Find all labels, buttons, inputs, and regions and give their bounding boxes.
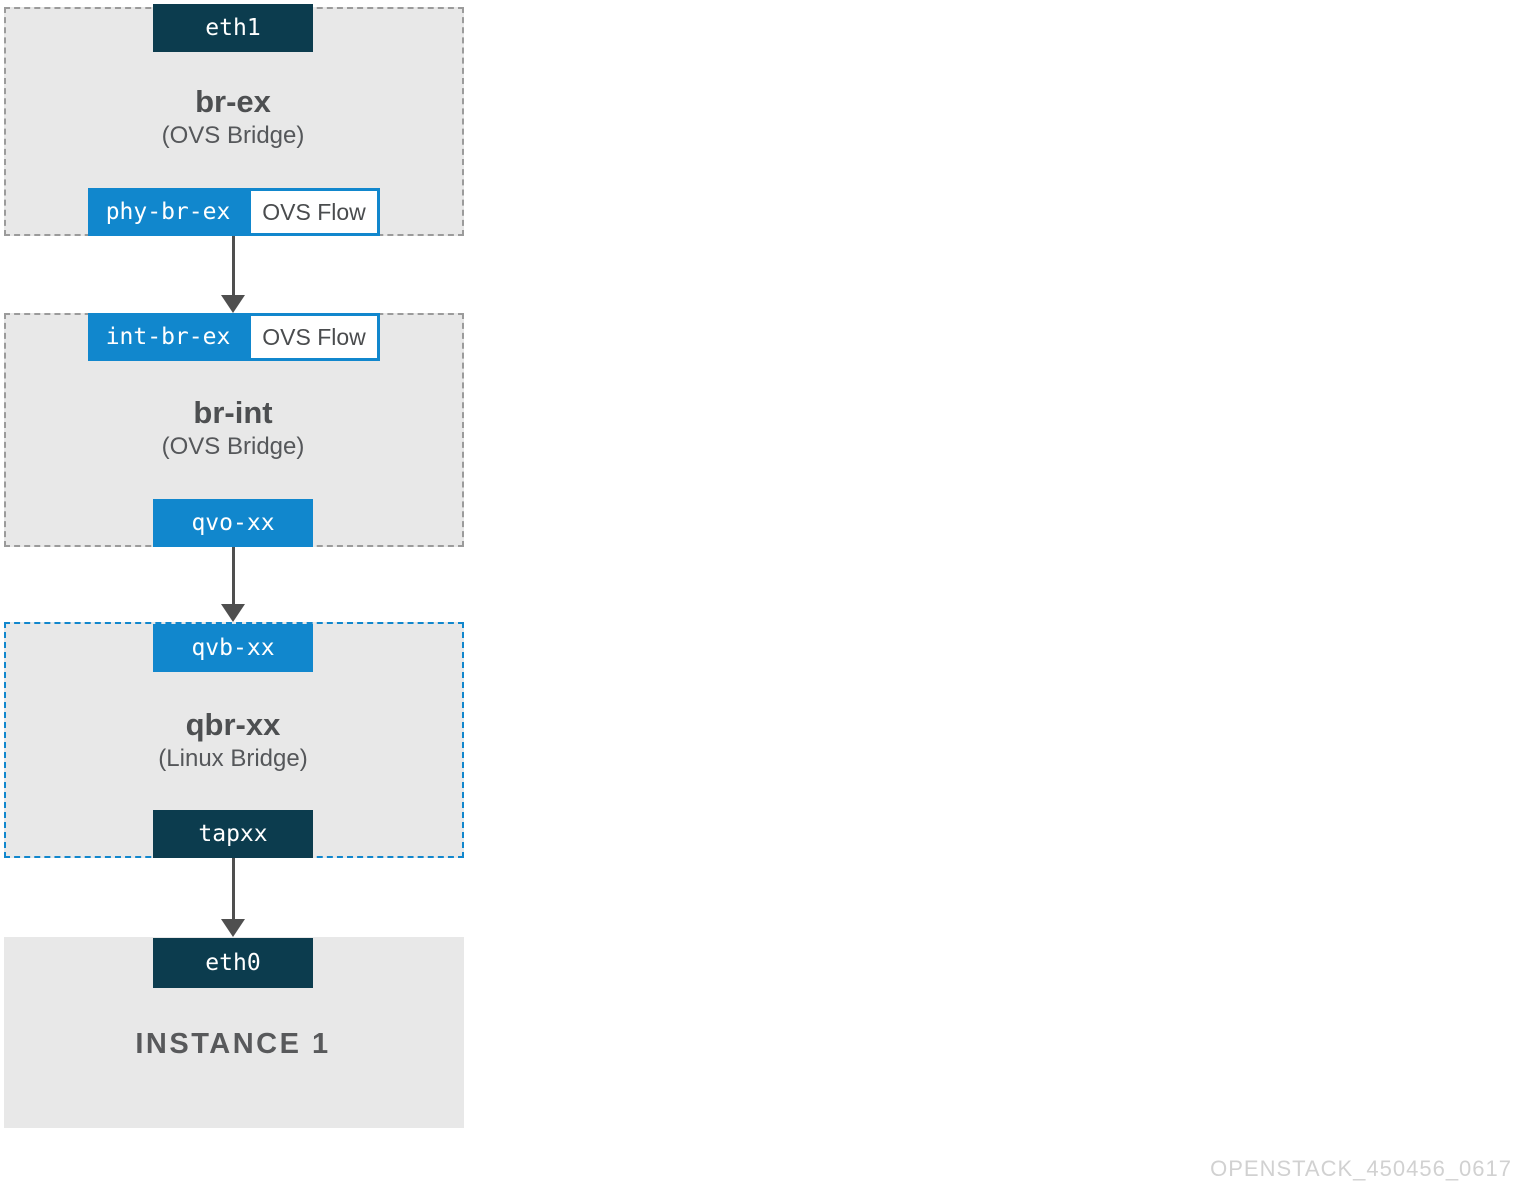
instance-title-group: INSTANCE 1	[4, 1026, 462, 1062]
port-eth0: eth0	[153, 938, 313, 988]
arrow-head-icon	[221, 604, 245, 622]
port-int-br-ex: int-br-ex	[88, 313, 248, 361]
br-ex-title-group: br-ex (OVS Bridge)	[4, 84, 462, 152]
qbr-title-group: qbr-xx (Linux Bridge)	[4, 707, 462, 775]
node-subtitle-br-int: (OVS Bridge)	[161, 433, 305, 460]
ovs-flow-tag-br-ex: OVS Flow	[248, 188, 380, 236]
node-title-br-ex: br-ex	[195, 84, 271, 119]
port-group-phy-br-ex: phy-br-ex OVS Flow	[88, 188, 380, 236]
port-tapxx: tapxx	[153, 810, 313, 858]
arrow-head-icon	[221, 295, 245, 313]
port-eth1: eth1	[153, 4, 313, 52]
arrow-qbr-to-instance	[221, 858, 245, 937]
node-subtitle-qbr-xx: (Linux Bridge)	[158, 745, 308, 772]
node-subtitle-br-ex: (OVS Bridge)	[161, 122, 305, 149]
watermark-text: OPENSTACK_450456_0617	[1210, 1156, 1512, 1181]
node-title-qbr-xx: qbr-xx	[185, 707, 281, 742]
node-title-br-int: br-int	[193, 395, 273, 430]
port-phy-br-ex: phy-br-ex	[88, 188, 248, 236]
arrow-line	[231, 547, 235, 604]
port-group-int-br-ex: int-br-ex OVS Flow	[88, 313, 380, 361]
port-qvo-xx: qvo-xx	[153, 499, 313, 547]
arrow-br-int-to-qbr	[221, 547, 245, 622]
arrow-line	[231, 236, 235, 295]
arrow-br-ex-to-br-int	[221, 236, 245, 313]
port-qvb-xx: qvb-xx	[153, 624, 313, 672]
ovs-flow-tag-br-int: OVS Flow	[248, 313, 380, 361]
br-int-title-group: br-int (OVS Bridge)	[4, 395, 462, 463]
arrow-line	[231, 858, 235, 919]
node-title-instance-1: INSTANCE 1	[135, 1028, 331, 1060]
arrow-head-icon	[221, 919, 245, 937]
